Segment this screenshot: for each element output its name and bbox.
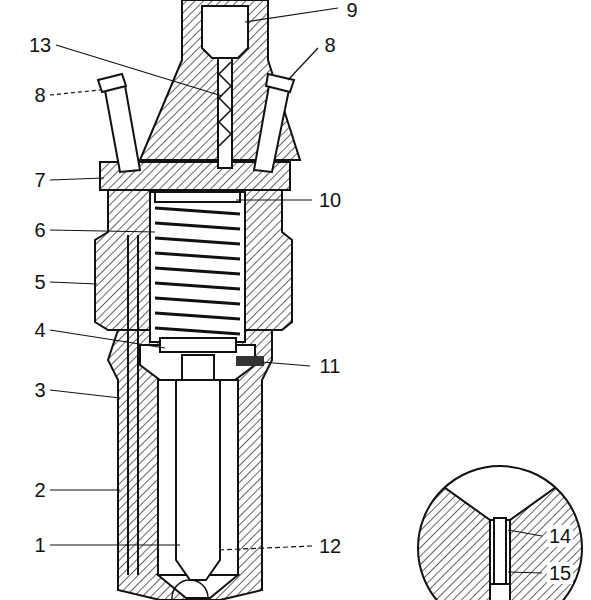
callout-number: 4	[32, 319, 47, 341]
callout-number: 13	[27, 34, 53, 56]
leader-line	[50, 8, 542, 573]
inner-bores	[140, 6, 255, 598]
callout-number: 3	[32, 379, 47, 401]
callout-number: 15	[547, 562, 573, 584]
callout-number: 11	[318, 355, 343, 377]
spring-top	[155, 192, 240, 202]
callout-number: 9	[344, 0, 359, 21]
fuel-passage	[127, 235, 129, 575]
callout-number: 6	[32, 219, 47, 241]
callout-number: 1	[32, 534, 47, 556]
callout-number: 2	[32, 479, 47, 501]
spring-seat	[160, 338, 236, 352]
injector-body	[95, 0, 300, 600]
callout-number: 5	[32, 271, 47, 293]
callout-number: 8	[32, 84, 47, 106]
nozzle-needle	[176, 380, 220, 580]
detail-circle	[418, 466, 582, 600]
callout-number: 14	[547, 525, 573, 547]
callout-number: 12	[317, 535, 343, 557]
detail-marker	[172, 580, 208, 600]
shim	[236, 356, 264, 366]
edge-filter	[219, 62, 231, 146]
callout-number: 7	[32, 169, 47, 191]
callout-number: 10	[317, 189, 343, 211]
detail-inset	[410, 460, 590, 600]
leak-off-tube	[98, 74, 294, 172]
pressure-pin	[182, 355, 214, 380]
compression-spring	[155, 208, 240, 334]
fuel-passage	[137, 235, 139, 575]
callout-number: 8	[322, 34, 337, 56]
